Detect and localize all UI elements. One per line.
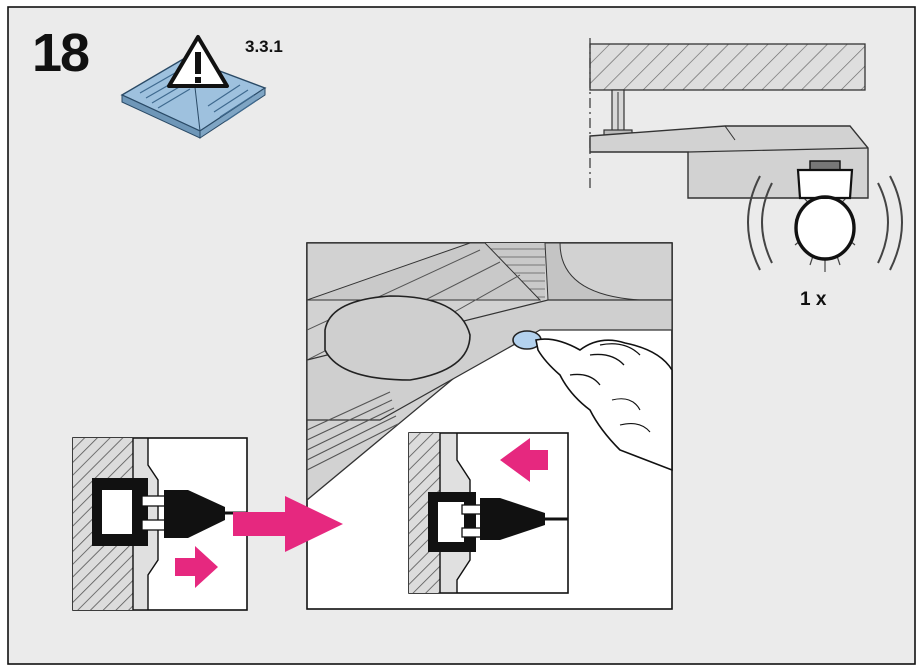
- hood-section-diagram: [589, 38, 869, 199]
- step-number: 18: [32, 23, 90, 83]
- sequence-arrow: [233, 496, 343, 552]
- plug-insert-detail: [408, 432, 569, 594]
- manual-warning-icon: [120, 35, 267, 139]
- hand-pressing-icon: [535, 338, 673, 472]
- control-button-detail: [306, 242, 673, 610]
- plug-remove-detail: [72, 437, 248, 611]
- manual-section-reference: 3.3.1: [245, 37, 283, 56]
- light-bulb-icon: [747, 160, 903, 272]
- bulb-quantity-label: 1 x: [800, 289, 827, 310]
